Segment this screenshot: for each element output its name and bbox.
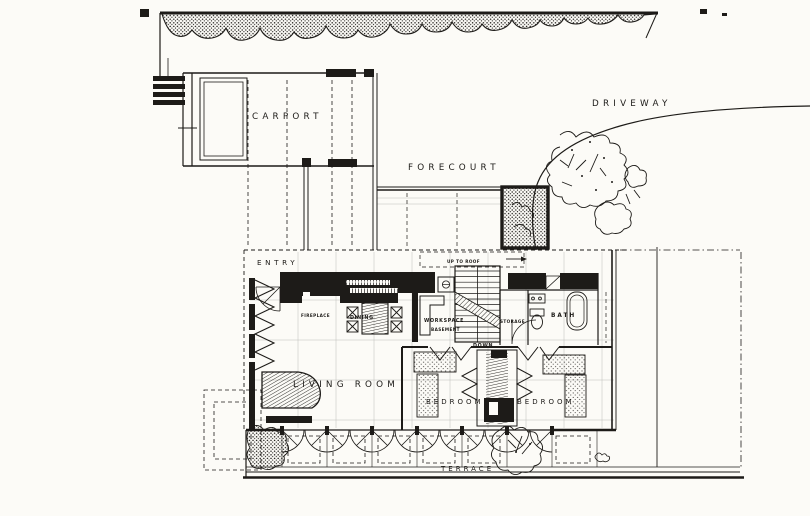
paving-squares <box>287 435 591 464</box>
bedroom-walls <box>401 346 612 430</box>
door-swings <box>281 429 553 453</box>
label-up-to-roof: UP TO ROOF <box>447 259 480 264</box>
forecourt: FORECOURT <box>377 163 550 250</box>
storage-room: STORAGE <box>499 289 598 345</box>
workspace: WORKSPACE BASEMENT <box>412 276 464 342</box>
label-bedroom-right: BEDROOM <box>517 398 575 406</box>
terrace-shrub <box>491 425 543 475</box>
toilet-bowl <box>531 314 543 330</box>
wall-pier <box>326 69 356 77</box>
covered-walk <box>247 73 378 250</box>
label-workspace: WORKSPACE <box>424 318 464 324</box>
beds <box>413 351 587 418</box>
hedge-band <box>140 9 727 41</box>
bed <box>413 351 457 373</box>
bathroom: BATH <box>508 273 607 345</box>
house-overhang-dashes <box>243 249 626 432</box>
kitchen-appliance <box>437 276 455 293</box>
bed <box>564 374 587 418</box>
label-carport: CARPORT <box>252 112 323 122</box>
label-storage: STORAGE <box>500 319 525 324</box>
wall-pier <box>364 69 374 77</box>
storage-door-swing <box>511 319 537 345</box>
driveway-shrubs <box>546 131 647 235</box>
label-basement: BASEMENT <box>431 327 460 332</box>
planting-sw-corner <box>246 425 289 471</box>
scan-mark-top-left <box>140 9 149 17</box>
bath-sink <box>528 293 546 304</box>
label-fireplace: FIREPLACE <box>301 313 330 318</box>
carport: CARPORT <box>178 69 374 167</box>
dining-area: DINING <box>346 302 403 335</box>
rear-door <box>545 275 562 290</box>
terrace-scribble <box>594 452 611 463</box>
label-terrace: TERRACE <box>440 465 494 473</box>
toilet-tank <box>529 308 545 317</box>
planter-bed <box>500 185 550 250</box>
masonry-core: FIREPLACE <box>280 272 435 318</box>
terrace: TERRACE <box>243 247 744 479</box>
wall-pier <box>302 158 311 167</box>
garden-steps <box>153 13 185 105</box>
garden-beds-dashed <box>203 389 262 471</box>
east-wall <box>611 250 617 430</box>
west-sawtooth-wall <box>249 278 276 430</box>
label-entry: ENTRY <box>257 258 298 267</box>
wall-pier <box>328 159 357 167</box>
scan-speck <box>722 13 727 16</box>
kitchen-counter <box>419 295 445 336</box>
bathtub <box>566 291 588 331</box>
label-bedroom-left: BEDROOM <box>426 398 484 406</box>
piano-bench <box>266 416 312 423</box>
scan-mark-top-right <box>700 9 707 14</box>
grand-piano <box>261 371 321 423</box>
bed <box>542 354 586 375</box>
wardrobe-core <box>460 349 534 427</box>
entry-door-swing <box>255 286 281 312</box>
label-driveway: DRIVEWAY <box>592 99 672 109</box>
dining-chairs <box>346 306 403 333</box>
roof-overhang-dashes <box>247 80 353 248</box>
label-living-room: LIVING ROOM <box>293 380 399 390</box>
workspace-wall <box>412 293 418 342</box>
bed <box>416 373 439 418</box>
entry: ENTRY <box>255 258 298 312</box>
label-forecourt: FORECOURT <box>408 163 500 173</box>
label-bath: BATH <box>551 313 576 319</box>
driveway: DRIVEWAY <box>531 99 810 251</box>
dining-table <box>361 302 389 335</box>
